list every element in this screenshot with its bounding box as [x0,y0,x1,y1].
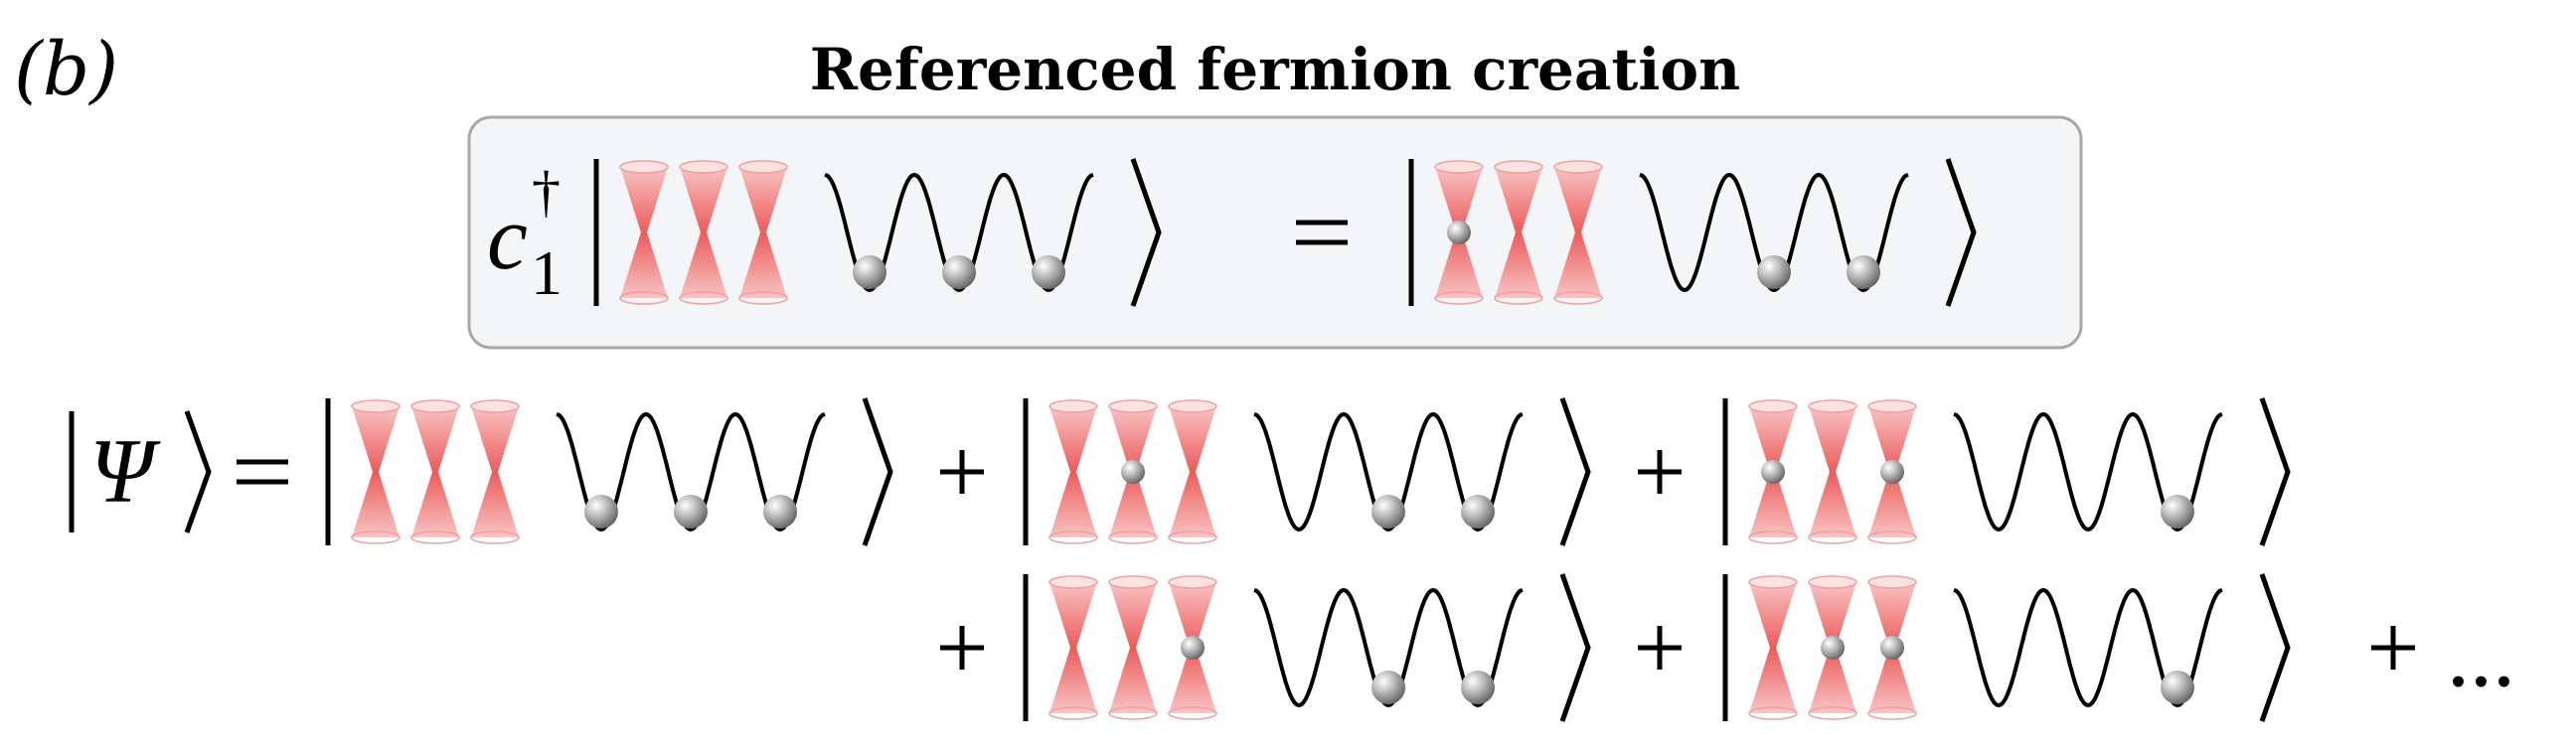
atom-in-tweezer [1821,636,1845,660]
atom-in-lattice [853,255,886,289]
lattice-potential [1953,587,2223,708]
optical-tweezer [1048,575,1098,720]
ket-angle [1559,397,1591,546]
box-equation [593,158,1977,307]
optical-tweezer [1808,399,1857,544]
ket-angle [862,397,893,546]
atom-in-lattice [942,255,976,289]
psi-symbol: Ψ [89,420,161,522]
ket-angle [2259,573,2291,722]
atom-in-lattice [1461,671,1495,704]
atom-in-lattice [1371,671,1405,704]
optical-tweezer [1748,399,1798,544]
plus-sign [1638,450,1682,494]
optical-tweezer [1748,575,1798,720]
state-row-2: ... [940,573,2515,722]
lattice-potential [1639,172,1909,293]
optical-tweezer [679,160,728,305]
atom-in-tweezer [1121,460,1145,484]
plus-sign [2371,626,2415,670]
ellipsis: ... [2447,604,2515,705]
optical-tweezer [470,399,520,544]
ket-row2-term1 [1023,573,1591,722]
ket-row1-term2 [1023,397,1591,546]
ket-angle [1945,158,1977,307]
plus-sign [940,450,984,494]
optical-tweezer [1108,399,1158,544]
atom-in-tweezer [1880,460,1904,484]
optical-tweezer [410,399,460,544]
operator-symbol: c [487,187,528,288]
lattice-potential [1253,411,1524,532]
equals-sign [237,459,288,485]
optical-tweezer [1867,399,1917,544]
optical-tweezer [1434,160,1484,305]
plus-sign [940,626,984,670]
atom-in-lattice [1847,255,1880,289]
ket-angle [1559,573,1591,722]
atom-in-lattice [2161,495,2194,528]
optical-tweezer [1808,575,1857,720]
atom-in-lattice [1371,495,1405,528]
optical-tweezer [738,160,788,305]
atom-in-lattice [763,495,797,528]
optical-tweezer [619,160,669,305]
diagram-title: Referenced fermion creation [810,36,1740,103]
optical-tweezer [1553,160,1603,305]
atom-in-lattice [1032,255,1065,289]
ket-box-left [593,158,1162,307]
atom-in-tweezer [1181,636,1205,660]
atom-in-lattice [2161,671,2194,704]
operator-subscript: 1 [531,237,563,308]
atom-in-lattice [584,495,618,528]
optical-tweezer [1168,575,1217,720]
optical-tweezer [1867,575,1917,720]
plus-sign [1638,626,1682,670]
ket-row1-term1 [325,397,893,546]
lattice-potential [556,411,826,532]
ket-angle [2259,397,2291,546]
panel-label: (b) [14,27,118,112]
equals-sign [1296,220,1348,245]
state-row-1: Ψ [69,397,2291,546]
atom-in-tweezer [1761,460,1785,484]
creation-operator: c † 1 [487,159,563,308]
atom-in-lattice [674,495,708,528]
atom-in-lattice [1757,255,1791,289]
optical-tweezer [1108,575,1158,720]
atom-in-lattice [1461,495,1495,528]
atom-in-tweezer [1447,221,1471,244]
optical-tweezer [351,399,401,544]
ket-row1-term3 [1722,397,2291,546]
ket-row2-term2 [1722,573,2291,722]
optical-tweezer [1168,399,1217,544]
lattice-potential [1953,411,2223,532]
ket-box-right [1408,158,1977,307]
lattice-potential [1253,587,1524,708]
atom-in-tweezer [1880,636,1904,660]
lattice-potential [824,172,1094,293]
optical-tweezer [1048,399,1098,544]
optical-tweezer [1494,160,1543,305]
operator-superscript: † [532,159,561,224]
ket-angle [184,410,212,533]
ket-angle [1130,158,1162,307]
